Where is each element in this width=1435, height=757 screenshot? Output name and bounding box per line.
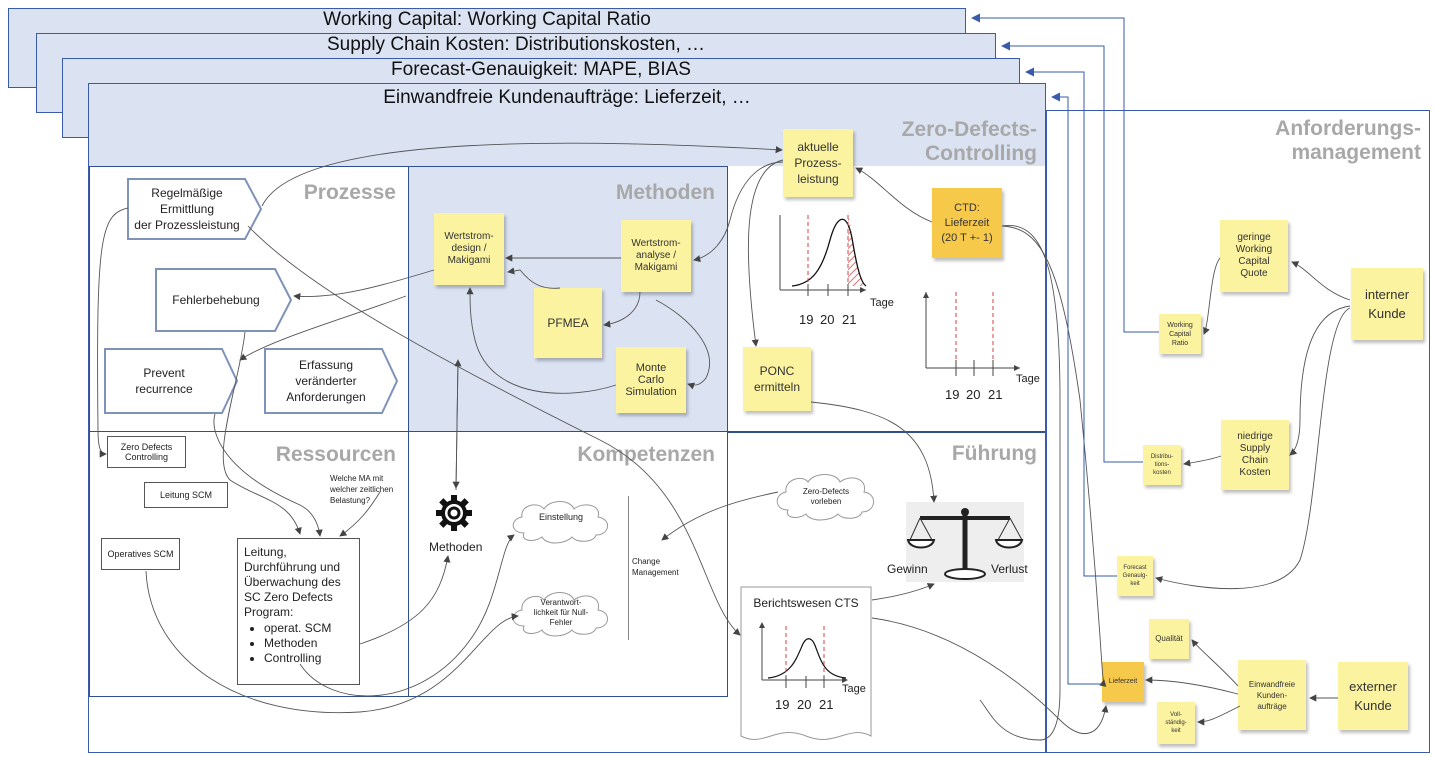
fehlerbehebung-shape: Fehlerbehebung [155, 268, 292, 332]
note-ponc: PONC ermitteln [743, 347, 811, 411]
note-distribution: Distribu- tions- kosten [1143, 445, 1181, 485]
zero-vorleben-label: Zero-Defects vorleben [802, 487, 850, 506]
cloud-einstellung: Einstellung [506, 497, 616, 545]
note-externer-kunde: externer Kunde [1338, 662, 1408, 730]
note-niedrige-sc-kosten: niedrige Supply Chain Kosten [1221, 420, 1289, 490]
org-leitung-detail: Leitung, Durchführung und Überwachung de… [237, 538, 360, 685]
change-management-label: Change Management [632, 557, 679, 577]
org-operatives-scm: Operatives SCM [101, 538, 180, 570]
chart2-tick: 19 [945, 387, 960, 402]
regelmaessige-label: Regelmäßige Ermittlung der Prozessleistu… [134, 186, 240, 232]
erfassung-shape: Erfassung veränderter Anforderungen [264, 348, 398, 414]
chart1-tick: 20 [820, 312, 835, 327]
berichtswesen-label: Berichtswesen CTS [753, 596, 859, 610]
note-qualitaet: Qualität [1149, 619, 1189, 659]
chart2-tick: 20 [966, 387, 981, 402]
gewinn-label: Gewinn [887, 562, 928, 576]
note-wc-ratio: Working Capital Ratio [1159, 314, 1201, 354]
anforderungsmanagement-title: Anforderungs- management [1275, 117, 1421, 164]
note-vollstaendigkeit: Voll- ständig- keit [1157, 702, 1195, 744]
methoden-title: Methoden [615, 181, 715, 204]
einstellung-label: Einstellung [538, 512, 584, 522]
note-wertstromdesign: Wertstrom- design / Makigami [434, 213, 504, 285]
section-kompetenzen: Kompetenzen [408, 431, 728, 697]
chart1-tick: 21 [842, 312, 857, 327]
note-wertstromanalyse: Wertstrom- analyse / Makigami [621, 220, 691, 292]
kompetenzen-title: Kompetenzen [577, 443, 715, 466]
bullet-item: operat. SCM [264, 621, 353, 636]
note-forecast-genauigkeit: Forecast Genauig- keit [1117, 556, 1153, 596]
layer-title: Supply Chain Kosten: Distributionskosten… [326, 34, 706, 55]
change-bracket [628, 496, 629, 640]
org-leitung-scm: Leitung SCM [144, 482, 228, 508]
ressourcen-question: Welche MA mit welcher zeitlichen Belastu… [330, 474, 394, 505]
org-zero-defects-controlling: Zero Defects Controlling [107, 436, 186, 468]
prevent-label: Prevent recurrence [135, 366, 193, 396]
note-einwandfreie-kundenauftraege: Einwandfreie Kunden- aufträge [1238, 660, 1306, 730]
berichtswesen-document: Berichtswesen CTS [740, 586, 872, 746]
fuehrung-title: Führung [951, 442, 1037, 465]
chart3-axis-label: Tage [842, 683, 866, 695]
regelmaessige-ermittlung-shape: Regelmäßige Ermittlung der Prozessleistu… [127, 178, 262, 240]
chart3-tick: 20 [797, 697, 812, 712]
zero-defects-title: Zero-Defects- Controlling [901, 118, 1037, 165]
prozesse-title: Prozesse [303, 181, 396, 204]
cloud-verantwortlichkeit: Verantwort- lichkeit für Null- Fehler [506, 588, 616, 638]
chart3-tick: 19 [775, 697, 790, 712]
gear-icon [434, 493, 474, 533]
bullet-item: Methoden [264, 636, 353, 651]
methoden-label: Methoden [429, 540, 483, 554]
note-aktuelle-prozessleistung: aktuelle Prozess- leistung [783, 129, 853, 197]
leitung-detail-text: Leitung, Durchführung und Überwachung de… [244, 545, 341, 619]
layer-title: Working Capital: Working Capital Ratio [323, 9, 651, 30]
verlust-label: Verlust [991, 562, 1028, 576]
note-monte-carlo: Monte Carlo Simulation [616, 347, 686, 413]
layer-title: Einwandfreie Kundenaufträge: Lieferzeit,… [383, 87, 751, 108]
ressourcen-title: Ressourcen [275, 443, 396, 466]
erfassung-label: Erfassung veränderter Anforderungen [286, 358, 366, 404]
layer-title: Forecast-Genauigkeit: MAPE, BIAS [391, 59, 691, 80]
chart2-tick: 21 [988, 387, 1003, 402]
cloud-zero-defects-vorleben: Zero-Defects vorleben [770, 470, 882, 522]
note-interner-kunde: interner Kunde [1351, 268, 1423, 340]
chart2-axis-label: Tage [1016, 373, 1040, 385]
prevent-recurrence-shape: Prevent recurrence [104, 348, 238, 414]
verantwortlichkeit-label: Verantwort- lichkeit für Null- Fehler [533, 598, 589, 627]
bullet-item: Controlling [264, 651, 353, 666]
note-lieferzeit: Lieferzeit [1102, 662, 1144, 702]
note-pfmea: PFMEA [534, 288, 602, 358]
chart3-tick: 21 [819, 697, 834, 712]
note-geringe-wc-quote: geringe Working Capital Quote [1220, 220, 1288, 292]
note-ctd: CTD: Lieferzeit (20 T +- 1) [932, 188, 1002, 258]
leitung-bullets: operat. SCM Methoden Controlling [244, 621, 353, 666]
chart1-tick: 19 [799, 312, 814, 327]
section-zero-defects-border [727, 431, 1045, 433]
fehlerbehebung-label: Fehlerbehebung [172, 293, 260, 307]
chart1-axis-label: Tage [870, 297, 894, 309]
